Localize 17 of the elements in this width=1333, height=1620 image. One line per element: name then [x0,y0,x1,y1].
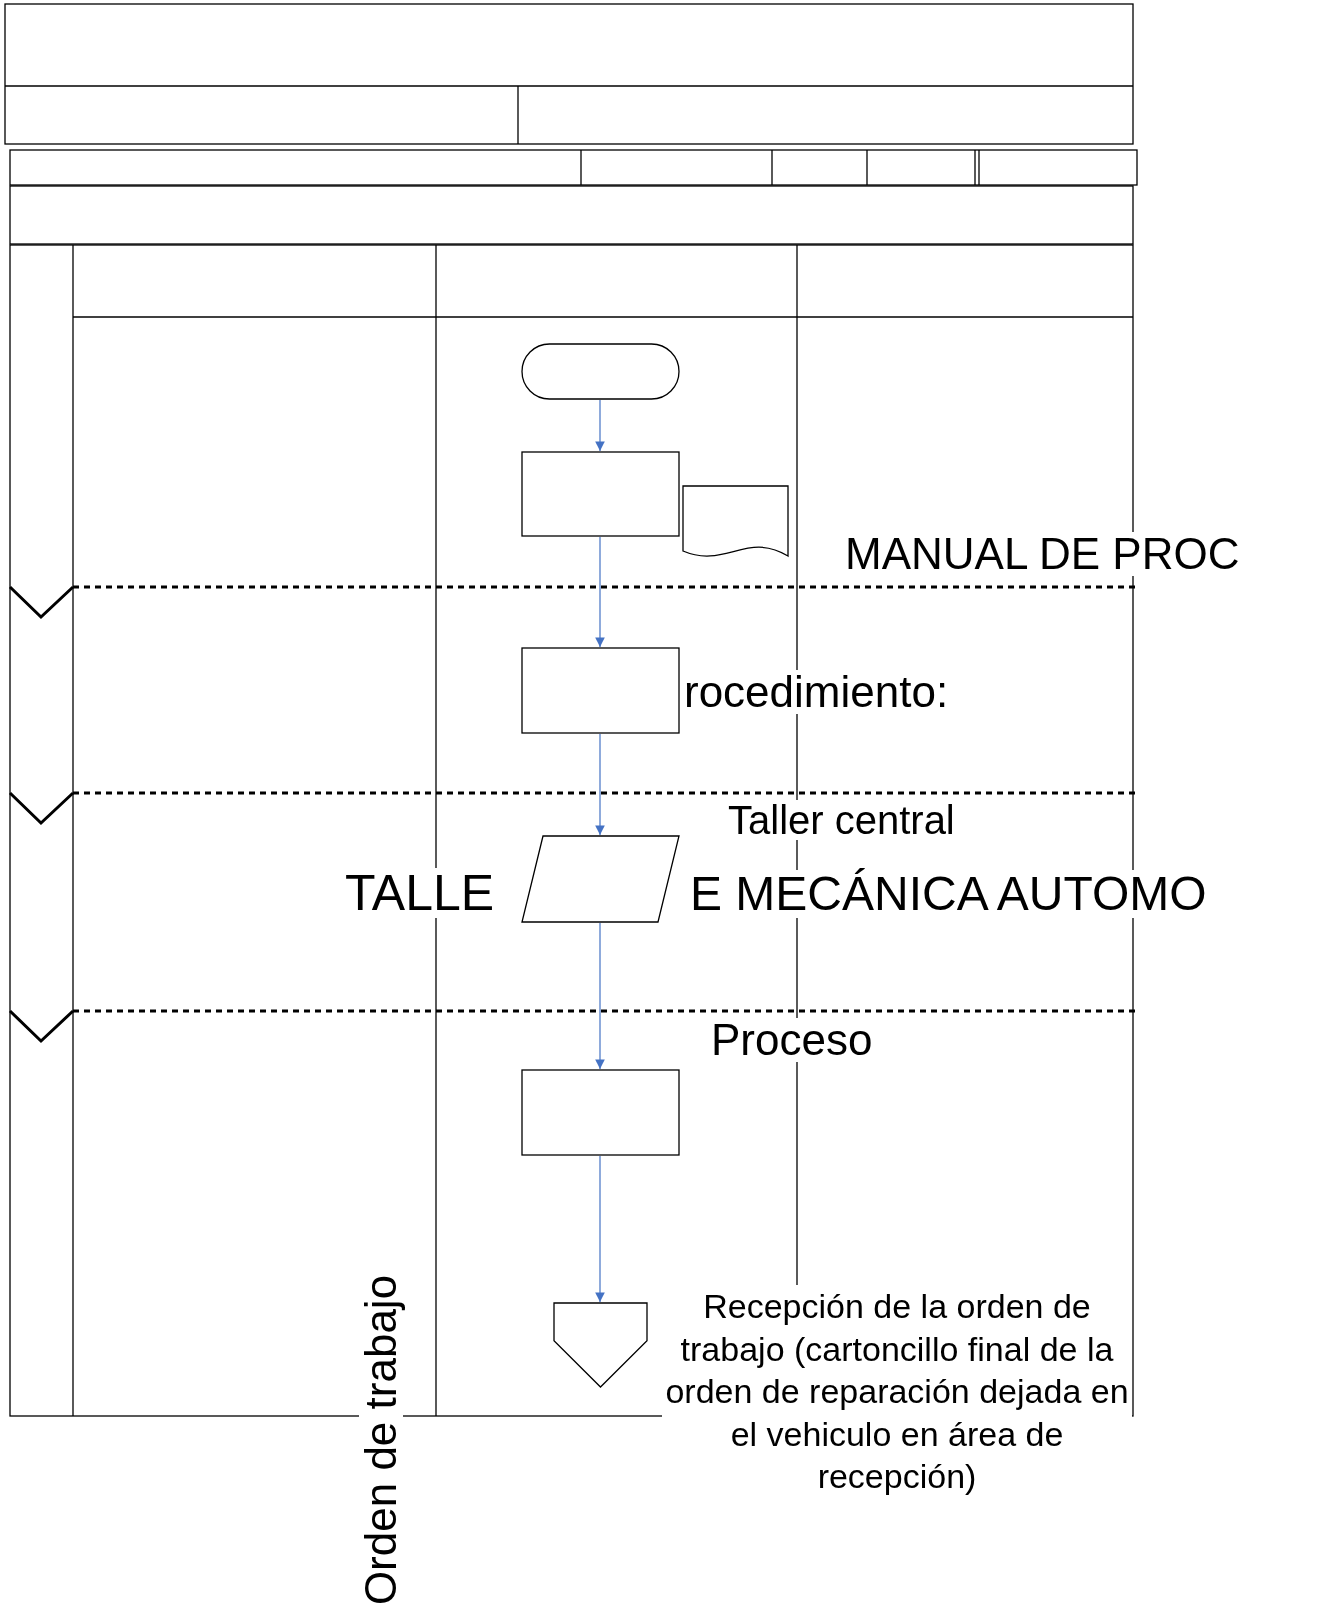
process-box [521,647,680,734]
process-box [521,451,680,537]
arrow [595,922,605,1070]
step-description: Recepción de la orden de trabajo (cartoncillo final de la orden de reparación dejada en el vehiculo en área de recepción) [662,1285,1132,1498]
lane-label: Orden de trabajo [359,1274,403,1606]
workshop-title: E MECÁNICA AUTOMO [690,870,1207,918]
process-label: Proceso [711,1018,873,1062]
data-parallelogram [521,835,680,923]
manual-title: MANUAL DE PROC [845,532,1240,576]
arrow [595,536,605,648]
offpage-connector [553,1302,648,1388]
arrow [595,399,605,452]
arrow [595,733,605,836]
workshop-label: Taller central [728,800,955,840]
process-box [521,1069,680,1156]
arrow [595,1155,605,1303]
workshop-title: TALLE [345,868,495,918]
